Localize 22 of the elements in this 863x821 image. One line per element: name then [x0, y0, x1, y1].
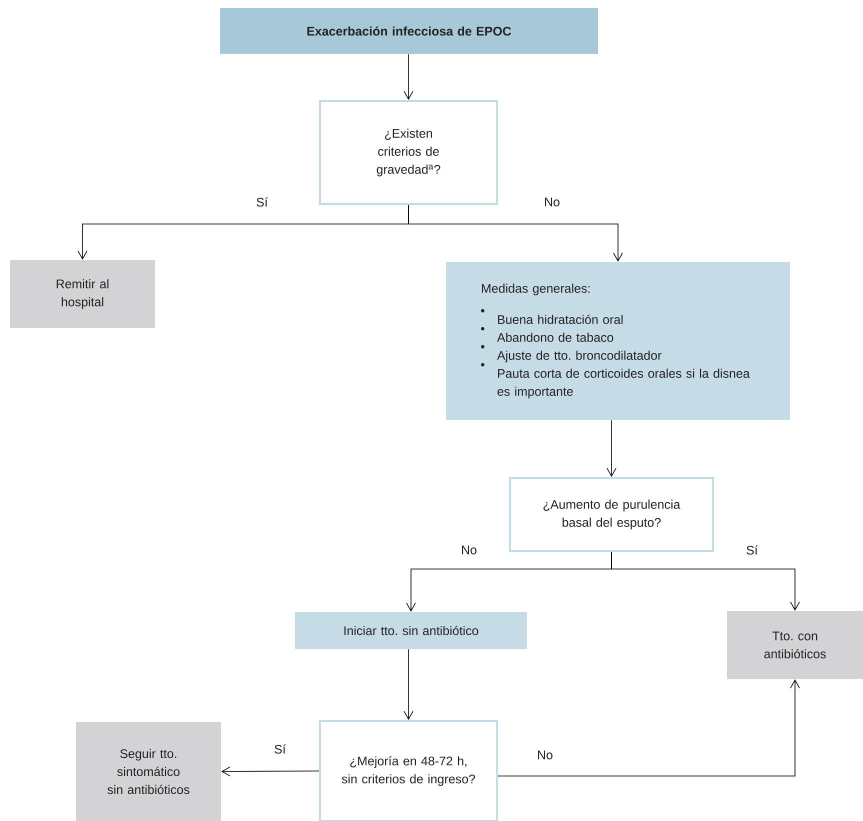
outcome-box: Tto. con antibióticos [727, 611, 863, 679]
decision-box: ¿Aumento de purulencia basal del esputo? [509, 477, 714, 552]
measures-box: Medidas generales: Buena hidratación oral Abandono de tabaco Ajuste de tto. broncodilatador Pauta corta de corticoides orales si la disnea es importante [446, 262, 790, 420]
edge-label: No [460, 544, 478, 556]
arrow [408, 204, 623, 262]
edge-label: Sí [273, 743, 287, 755]
outcome-box: Seguir tto. sintomático sin antibióticos [76, 722, 221, 821]
decision-box: ¿Existen criterios de gravedad$^{a}$? [319, 100, 498, 205]
arrow [498, 679, 800, 776]
arrow [404, 648, 414, 720]
edge-label: Sí [745, 544, 759, 556]
edge-label: No [543, 196, 561, 208]
decision-box: ¿Mejoría en 48-72 h, sin criterios de ingreso? [319, 720, 498, 821]
arrow [606, 420, 616, 477]
edge-label: No [536, 750, 554, 760]
arrow [221, 766, 320, 776]
arrow [404, 54, 414, 100]
edge-label: Sí [255, 196, 269, 208]
title-box: Exacerbación infecciosa de EPOC [220, 8, 598, 54]
action-box: Iniciar tto. sin antibiótico [295, 612, 527, 649]
arrow [611, 552, 800, 611]
outcome-box: Remitir al hospital [10, 260, 155, 328]
